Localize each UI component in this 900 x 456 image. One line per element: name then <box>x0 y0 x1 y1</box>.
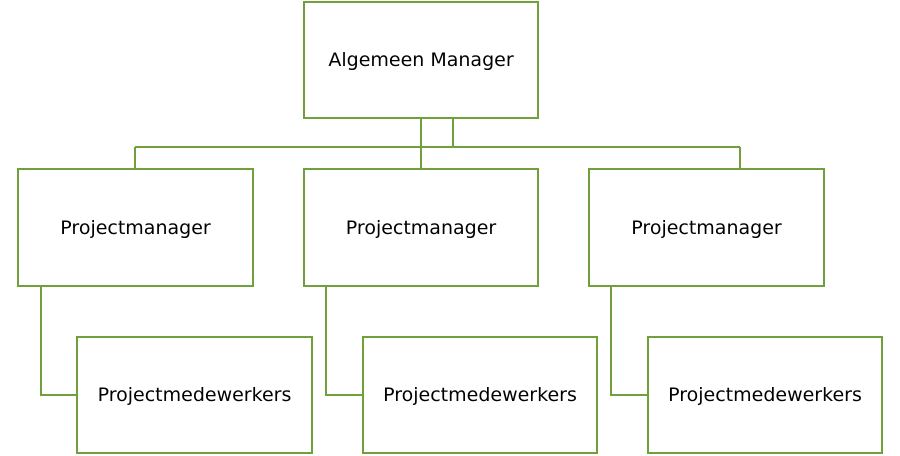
connector-manager-staff-3 <box>610 287 647 396</box>
node-label: Projectmedewerkers <box>668 384 862 406</box>
node-projectmedewerkers-3: Projectmedewerkers <box>647 336 883 454</box>
node-label: Projectmanager <box>345 216 497 239</box>
node-label: Projectmedewerkers <box>97 384 292 406</box>
node-projectmanager-1: Projectmanager <box>17 168 254 287</box>
node-label: Projectmanager <box>631 216 782 239</box>
node-projectmanager-2: Projectmanager <box>303 168 539 287</box>
connector-manager-staff-1 <box>40 287 76 396</box>
node-projectmanager-3: Projectmanager <box>588 168 825 287</box>
node-algemeen-manager: Algemeen Manager <box>303 1 539 119</box>
node-label: Projectmanager <box>60 216 211 239</box>
connector-manager-staff-2 <box>325 287 362 396</box>
node-label: Projectmedewerkers <box>383 384 577 406</box>
node-projectmedewerkers-2: Projectmedewerkers <box>362 336 598 454</box>
node-projectmedewerkers-1: Projectmedewerkers <box>76 336 313 454</box>
node-label: Algemeen Manager <box>328 49 514 71</box>
